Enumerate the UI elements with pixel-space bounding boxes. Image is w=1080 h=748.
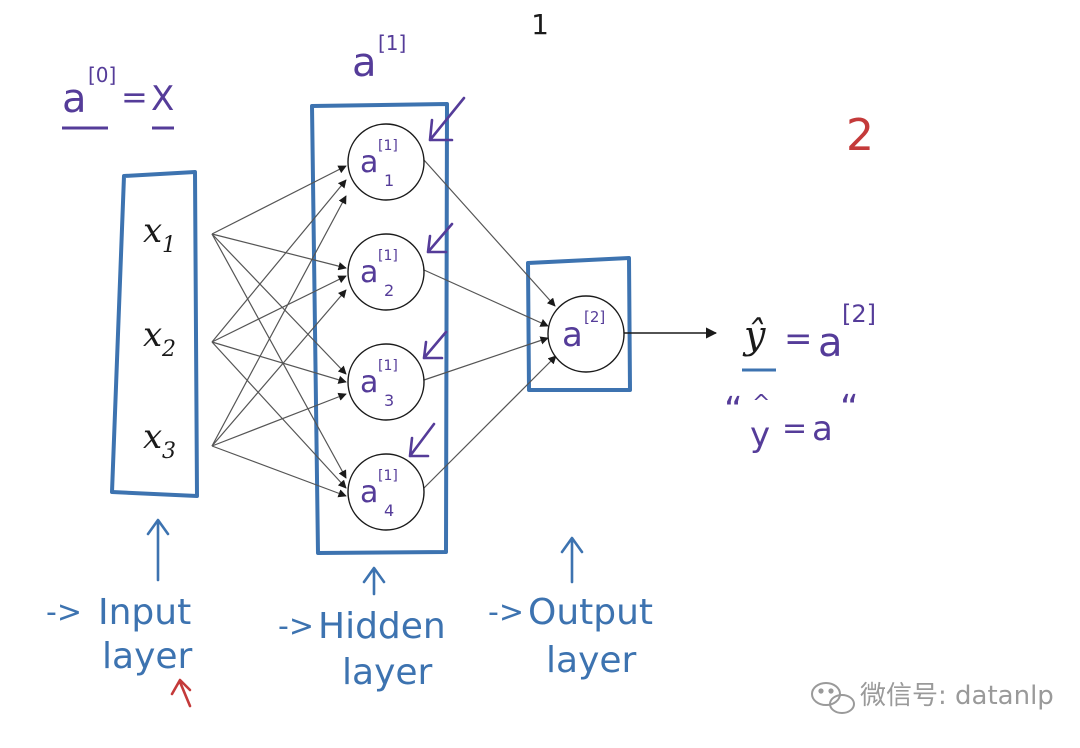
prediction-eq: = bbox=[784, 319, 813, 359]
a0-sup: [0] bbox=[88, 63, 116, 87]
a0-equals-x: a [0] = X bbox=[62, 63, 174, 130]
hidden-node-1-sub: 1 bbox=[384, 171, 394, 190]
top-mark: 1 bbox=[531, 8, 549, 41]
x1-sub: 1 bbox=[162, 233, 176, 258]
pointer-arrow-3 bbox=[422, 330, 448, 360]
quote-open: “ bbox=[724, 390, 743, 431]
hidden-label-arrow: -> bbox=[278, 609, 314, 644]
hidden-node-1-base: a bbox=[360, 145, 378, 180]
page-number: 2 bbox=[846, 110, 874, 161]
quote-close: “ bbox=[840, 388, 859, 429]
output-up-arrow bbox=[560, 536, 584, 584]
input-node-x3: x 3 bbox=[143, 417, 176, 464]
prediction-sup: [2] bbox=[842, 300, 876, 328]
hidden-layer-box bbox=[310, 102, 449, 555]
output-label-line1: Output bbox=[528, 592, 653, 633]
input-up-arrow bbox=[146, 518, 170, 582]
input-nodes: x 1 x 2 x 3 bbox=[143, 211, 176, 464]
input-node-x2: x 2 bbox=[143, 315, 176, 362]
output-node-base: a bbox=[562, 315, 583, 355]
hidden-node-4-base: a bbox=[360, 475, 378, 510]
hidden-node-2-sub: 2 bbox=[384, 281, 394, 300]
pointer-arrow-1 bbox=[428, 96, 466, 142]
x2-sub: 2 bbox=[161, 337, 176, 362]
hidden-pointer-arrows bbox=[408, 96, 466, 458]
output-layer-box bbox=[526, 256, 632, 392]
spoken-hat: ^ bbox=[752, 391, 770, 416]
hidden-header-sup: [1] bbox=[378, 31, 406, 55]
x1-base: x bbox=[143, 211, 162, 251]
spoken-eq: = bbox=[782, 411, 807, 446]
output-layer-label: -> Output layer bbox=[488, 592, 653, 681]
hidden-node-3-circle bbox=[347, 343, 425, 421]
hidden-node-3-base: a bbox=[360, 365, 378, 400]
layer-up-arrows bbox=[146, 518, 584, 596]
yhat: ŷ bbox=[742, 313, 766, 357]
spoken-y: y bbox=[750, 415, 770, 455]
hidden-node-1-circle bbox=[347, 123, 425, 201]
prediction-equation: ŷ = a [2] “ ^ y = a “ bbox=[724, 300, 876, 455]
hidden-node-1: a [1] 1 bbox=[347, 123, 425, 201]
hidden-nodes: a [1] 1 a [1] 2 a [1] 3 a [1] 4 bbox=[347, 123, 425, 531]
output-node-sup: [2] bbox=[584, 308, 605, 326]
x3-sub: 3 bbox=[162, 439, 176, 464]
hidden-node-3-sub: 3 bbox=[384, 391, 394, 410]
hidden-node-4: a [1] 4 bbox=[347, 453, 425, 531]
a0-eq: = bbox=[121, 78, 148, 116]
spoken-a: a bbox=[812, 409, 833, 449]
input-hidden-connections bbox=[211, 165, 347, 498]
input-label-line1: Input bbox=[98, 592, 191, 633]
hidden-node-4-sup: [1] bbox=[378, 468, 398, 484]
hidden-node-2-circle bbox=[347, 233, 425, 311]
input-label-arrow: -> bbox=[46, 595, 82, 630]
input-layer-label: -> Input layer bbox=[46, 592, 193, 677]
output-label-line2: layer bbox=[546, 640, 637, 681]
pointer-arrow-2 bbox=[426, 222, 454, 254]
hidden-node-3-sup: [1] bbox=[378, 358, 398, 374]
hidden-layer-label: -> Hidden layer bbox=[278, 606, 446, 693]
watermark: 微信号: datanlp bbox=[811, 681, 1054, 714]
hidden-up-arrow bbox=[362, 566, 386, 596]
hidden-node-3: a [1] 3 bbox=[347, 343, 425, 421]
red-pointer-arrow bbox=[170, 678, 192, 708]
hidden-output-connections bbox=[423, 159, 557, 489]
x3-base: x bbox=[143, 417, 162, 457]
input-layer-box bbox=[110, 170, 199, 498]
hidden-label-line2: layer bbox=[342, 652, 433, 693]
prediction-a: a bbox=[818, 320, 843, 366]
pointer-arrow-4 bbox=[408, 422, 436, 458]
output-node: a [2] bbox=[547, 295, 625, 373]
hidden-node-2-sup: [1] bbox=[378, 248, 398, 264]
hidden-node-2-base: a bbox=[360, 255, 378, 290]
hidden-node-4-circle bbox=[347, 453, 425, 531]
watermark-text: 微信号: datanlp bbox=[860, 681, 1054, 711]
x2-base: x bbox=[143, 315, 162, 355]
output-label-arrow: -> bbox=[488, 595, 524, 630]
input-label-line2: layer bbox=[102, 636, 193, 677]
hidden-layer-header: a [1] bbox=[352, 31, 406, 86]
a0-base: a bbox=[62, 76, 87, 122]
a0-x: X bbox=[151, 79, 174, 119]
hidden-node-1-sup: [1] bbox=[378, 138, 398, 154]
wechat-icon bbox=[811, 682, 855, 714]
hidden-node-2: a [1] 2 bbox=[347, 233, 425, 311]
hidden-label-line1: Hidden bbox=[318, 606, 446, 647]
hidden-node-4-sub: 4 bbox=[384, 501, 394, 520]
hidden-header-base: a bbox=[352, 40, 377, 86]
output-node-circle bbox=[547, 295, 625, 373]
input-node-x1: x 1 bbox=[143, 211, 176, 258]
